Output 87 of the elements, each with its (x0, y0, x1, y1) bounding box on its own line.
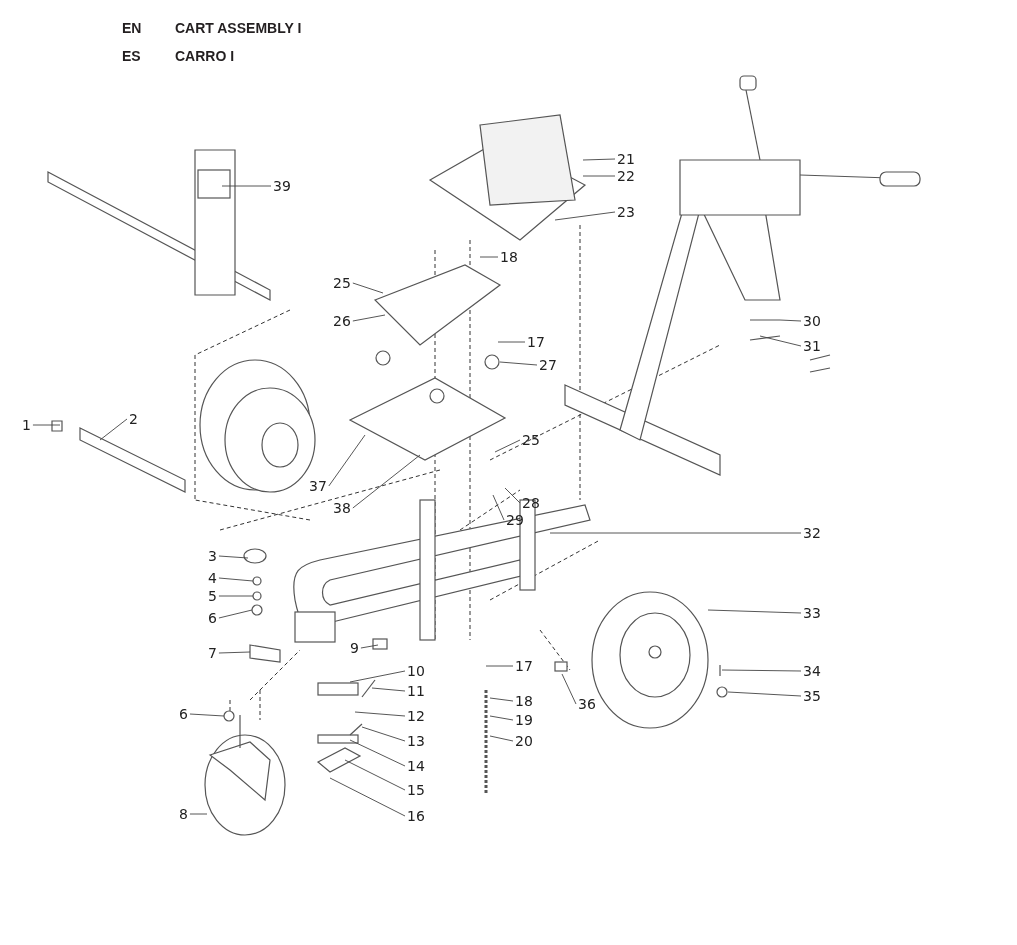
heading: CARRO I (175, 48, 235, 64)
callout-number: 35 (803, 688, 821, 704)
callout-number: 14 (407, 758, 425, 774)
callout-number: 8 (179, 806, 188, 822)
callout-number: 17 (527, 334, 545, 350)
leader-line (360, 644, 379, 649)
leader-line (354, 711, 406, 717)
callout-number: 21 (617, 151, 635, 167)
leader-line (361, 726, 406, 742)
leader-line (489, 697, 514, 702)
leader-line (485, 665, 514, 667)
leader-line (489, 715, 514, 721)
callout-number: 11 (407, 683, 425, 699)
callout-number: 25 (333, 275, 351, 291)
callout-number: 32 (803, 525, 821, 541)
leader-line (582, 175, 616, 177)
leader-line (349, 670, 406, 683)
leader-line (492, 494, 505, 521)
leader-line (328, 434, 366, 487)
callout-number: 33 (803, 605, 821, 621)
leader-line (554, 211, 616, 221)
leader-line (221, 185, 272, 187)
callout-number: 9 (350, 640, 359, 656)
leader-line (352, 314, 386, 322)
leader-line (489, 735, 514, 742)
callout-number: 39 (273, 178, 291, 194)
leader-line (218, 595, 254, 597)
leader-line (371, 687, 406, 692)
leader-line (329, 777, 406, 817)
callout-number: 6 (179, 706, 188, 722)
callout-number: 3 (208, 548, 217, 564)
leader-line (479, 256, 499, 258)
leader-line (779, 319, 802, 322)
leader-line (721, 669, 802, 672)
callout-number: 12 (407, 708, 425, 724)
leader-line (504, 487, 521, 504)
callout-number: 18 (515, 693, 533, 709)
callout-number: 6 (208, 610, 217, 626)
callout-number: 20 (515, 733, 533, 749)
callout-number: 16 (407, 808, 425, 824)
leader-line (218, 577, 254, 582)
callout-number: 30 (803, 313, 821, 329)
callout-number: 23 (617, 204, 635, 220)
leader-line (189, 813, 208, 815)
leader-line (497, 341, 526, 343)
leader-line (189, 713, 225, 717)
leader-line (561, 673, 577, 705)
leader-line (218, 651, 251, 654)
leader-line (582, 158, 616, 161)
callout-number: 31 (803, 338, 821, 354)
leader-line (99, 418, 128, 441)
callout-number: 27 (539, 357, 557, 373)
callout-number: 22 (617, 168, 635, 184)
callout-number: 26 (333, 313, 351, 329)
leader-line (727, 691, 802, 697)
leader-line (499, 361, 538, 366)
callout-number: 5 (208, 588, 217, 604)
leader-line (707, 609, 802, 614)
callout-number: 13 (407, 733, 425, 749)
callout-number: 17 (515, 658, 533, 674)
callout-number: 10 (407, 663, 425, 679)
leader-line (549, 532, 802, 534)
leader-line (218, 555, 249, 559)
language-code: EN (122, 20, 142, 36)
callout-number: 2 (129, 411, 138, 427)
leader-line (494, 439, 521, 453)
leader-line (352, 282, 384, 294)
callout-number: 37 (309, 478, 327, 494)
leader-line (759, 335, 802, 347)
callout-number: 25 (522, 432, 540, 448)
leader-line (344, 759, 406, 791)
language-code: ES (122, 48, 141, 64)
leader-line (349, 739, 406, 767)
callout-number: 28 (522, 495, 540, 511)
heading: CART ASSEMBLY I (175, 20, 302, 36)
callout-number: 34 (803, 663, 821, 679)
callout-number: 1 (22, 417, 31, 433)
callout-number: 7 (208, 645, 217, 661)
leader-line (352, 454, 421, 509)
leader-line (218, 609, 253, 619)
callout-number: 38 (333, 500, 351, 516)
callout-number: 15 (407, 782, 425, 798)
callout-number: 4 (208, 570, 217, 586)
leader-line (32, 424, 61, 426)
callout-number: 36 (578, 696, 596, 712)
callout-number: 18 (500, 249, 518, 265)
callout-number: 19 (515, 712, 533, 728)
